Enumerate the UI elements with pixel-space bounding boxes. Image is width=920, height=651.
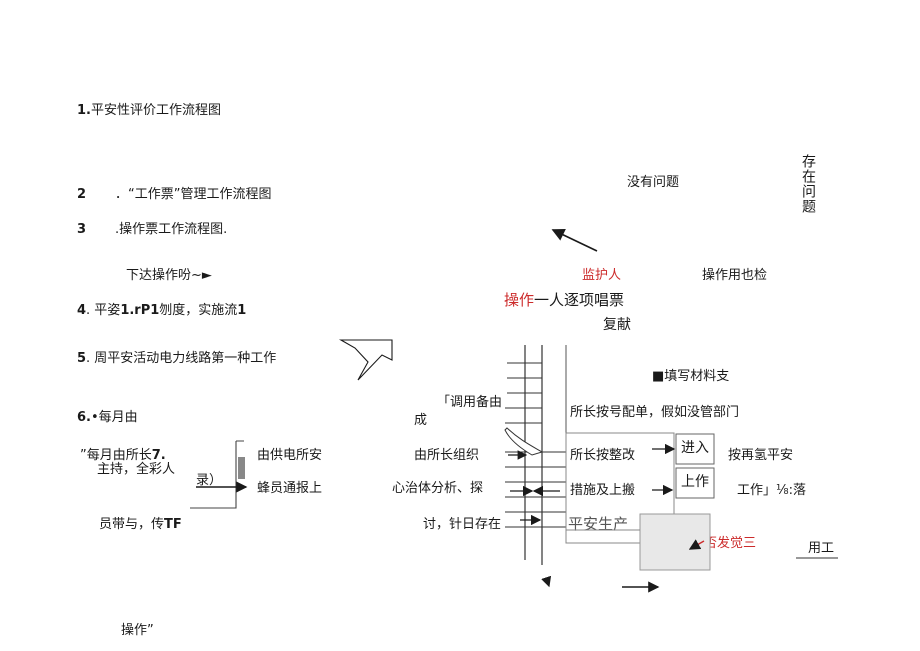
operator-line: 操作一人逐项唱票 [504,291,624,309]
item-4: 4. 平姿1.rP1刎度，实施流1 [77,303,246,319]
item-5-number: 5 [77,351,87,366]
item-1-number: 1. [77,103,91,118]
fill-material-label: ■填写材料支 [652,369,730,384]
yonggong-label: 用工 [808,541,835,556]
box-gray-bottom [639,513,711,571]
bottom-arrow-a [541,575,552,588]
measures-label: 措施及上搬 [570,483,636,498]
analysis-label: 心治体分析、探 [392,481,484,496]
staff-text: 员带与，传 [99,517,165,532]
box-frame-right [565,432,675,544]
one-by-one-label: 一人逐项唱票 [534,291,625,309]
left-bracket-box [190,441,237,509]
item-1: 1.平安性评价工作流程图 [77,103,221,119]
item-6-number: 6. [77,410,91,425]
ladder-rungs [505,362,566,528]
transfer-label: 「调用备由 [437,395,503,410]
item-5: 5. 周平安活动电力线路第一种工作 [77,351,276,367]
record-label: 录） [196,473,223,488]
item-7-number: 7. [151,448,166,463]
left-gray-block [238,457,245,479]
safety-prod-label: 平安生产 [568,515,629,533]
discuss-label: 讨，针日存在 [423,517,502,532]
redo-safety-label: 按再氢平安 [728,448,794,463]
box-enter [675,433,715,465]
operator-label: 操作 [504,291,535,309]
rectify-label: 所长按整改 [570,448,636,463]
item-4-bold: 1.rP1 [120,303,160,318]
no-problem-label: 没有问题 [627,175,680,190]
work-label: 工作」⅛:落 [737,483,806,498]
item-2-number: 2 [77,187,87,202]
item-2-text: ．“工作票”管理工作流程图 [115,187,272,202]
host-text: 主持，全彩人 [97,462,176,477]
order-text: 下达操作吩 [126,268,192,283]
use-check-label: 操作用也检 [702,268,768,283]
torn-fragment [338,339,393,381]
item-4-prefix: . 平姿 [86,303,121,318]
item-7: ”每月由所长7. [80,448,166,464]
item-6-text: •每月由 [90,410,138,425]
item-7-prefix: ”每月由所长 [80,448,152,463]
report-label: 蜂员通报上 [257,481,323,496]
staff-line: 员带与，传TF [99,517,182,533]
item-3-number: 3 [77,222,87,237]
item-5-text: . 周平安活动电力线路第一种工作 [86,351,277,366]
manager-org-label: 由所长组织 [414,448,480,463]
guardian-label: 监护人 [582,268,622,283]
enter-label: 进入 [681,440,709,456]
has-problem-label: 存在问题 [800,154,816,214]
item-4-tail: 1 [237,303,247,318]
order-line: 下达操作吩~► [126,268,212,284]
item-4-text: 刎度，实施流 [159,303,238,318]
item-3: 3 .操作票工作流程图. [77,222,227,238]
ladder-curl [504,427,544,456]
staff-bold: TF [164,517,182,532]
item-1-text: 平安性评价工作流程图 [90,103,221,118]
item-3-text: .操作票工作流程图. [115,222,228,237]
work-action-label: 上作 [681,474,709,490]
reread-label: 复献 [603,317,631,333]
item-2: 2 ．“工作票”管理工作流程图 [77,187,271,203]
item-4-number: 4 [77,303,87,318]
order-arrow-mark: ~► [191,268,212,283]
power-station-label: 由供电所安 [257,448,323,463]
is-found-arrow [688,539,705,550]
diagonal-arrow [551,229,598,252]
operation-text: 操作” [121,623,154,638]
manager-order-label: 所长按号配单，假如没管部门 [570,405,740,420]
item-6: 6.•每月由 [77,410,138,426]
cheng-label: 成 [414,413,428,428]
box-work [675,467,715,499]
